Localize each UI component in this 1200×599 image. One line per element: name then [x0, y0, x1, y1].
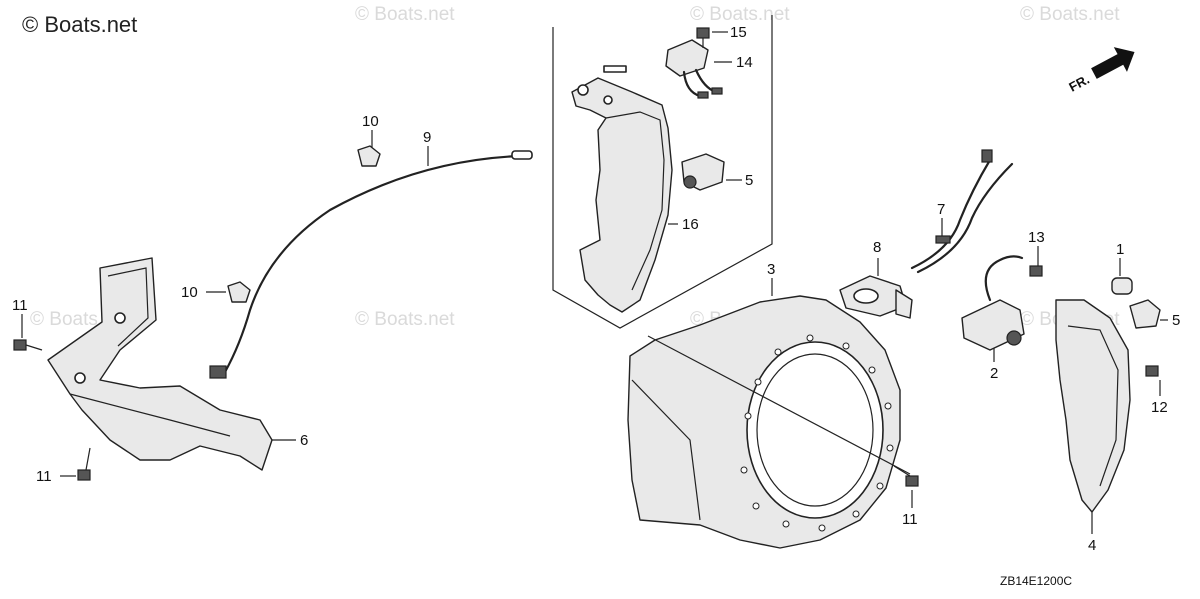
callout-12: 12 — [1151, 399, 1168, 416]
watermark-faint: © Boats.net — [690, 4, 790, 25]
callout-11-shroud: 11 — [902, 511, 918, 528]
part-11-bolt-left — [13, 339, 43, 351]
part-14-switch — [665, 39, 723, 99]
part-13-bolt — [1029, 265, 1043, 277]
front-direction-label: FR. — [1066, 72, 1092, 95]
callout-labels: 1 2 3 4 5 5 6 7 8 9 10 10 11 11 11 12 13… — [12, 24, 1180, 554]
shroud-holes — [740, 334, 894, 532]
part-6-bracket — [47, 257, 273, 471]
arrow-icon — [1091, 47, 1135, 79]
callout-10-lower: 10 — [181, 284, 198, 301]
callout-9: 9 — [423, 129, 431, 146]
callout-8: 8 — [873, 239, 881, 256]
inset-frame — [552, 15, 773, 329]
part-2-switch-unit — [961, 255, 1025, 351]
callout-2: 2 — [990, 365, 998, 382]
faint-watermarks: © Boats.net © Boats.net © Boats.net © Bo… — [30, 4, 1120, 330]
callout-6: 6 — [300, 432, 308, 449]
part-10-clip-lower — [227, 281, 251, 303]
callout-15: 15 — [730, 24, 747, 41]
part-11-bolt-bottom — [77, 447, 91, 481]
watermark-faint: © Boats.net — [355, 4, 455, 25]
part-10-clip-upper — [357, 145, 381, 167]
callout-13: 13 — [1028, 229, 1045, 246]
watermark-faint: © Boats.net — [355, 309, 455, 330]
part-7-wire-harness — [910, 149, 1014, 274]
callout-11-bottom: 11 — [36, 468, 52, 485]
part-9-cable — [209, 150, 533, 379]
callout-14: 14 — [736, 54, 753, 71]
part-1-cap — [1111, 277, 1133, 295]
callout-1: 1 — [1116, 241, 1124, 258]
part-4-cover-plate — [1055, 299, 1159, 513]
part-15-bolt — [696, 27, 710, 48]
part-11-bolt-shroud — [893, 465, 919, 487]
callout-10-upper: 10 — [362, 113, 379, 130]
part-5-clip-right — [1129, 299, 1161, 329]
callout-5-right: 5 — [1172, 312, 1180, 329]
diagram-code: ZB14E1200C — [1000, 574, 1072, 588]
part-16-shroud-plate — [571, 65, 673, 313]
front-direction-arrow: FR. — [1066, 47, 1135, 95]
callout-5-inset: 5 — [745, 172, 753, 189]
part-5-clip-inset — [681, 153, 725, 191]
leader-lines — [21, 31, 1168, 534]
callout-7: 7 — [937, 201, 945, 218]
callout-3: 3 — [767, 261, 775, 278]
part-8-grommet — [839, 275, 913, 319]
watermark-faint: © Boats.net — [1020, 4, 1120, 25]
callout-11-left: 11 — [12, 297, 28, 314]
callout-4: 4 — [1088, 537, 1096, 554]
callout-16: 16 — [682, 216, 699, 233]
watermark-main: © Boats.net — [22, 12, 137, 37]
part-3-fan-shroud — [627, 295, 911, 549]
